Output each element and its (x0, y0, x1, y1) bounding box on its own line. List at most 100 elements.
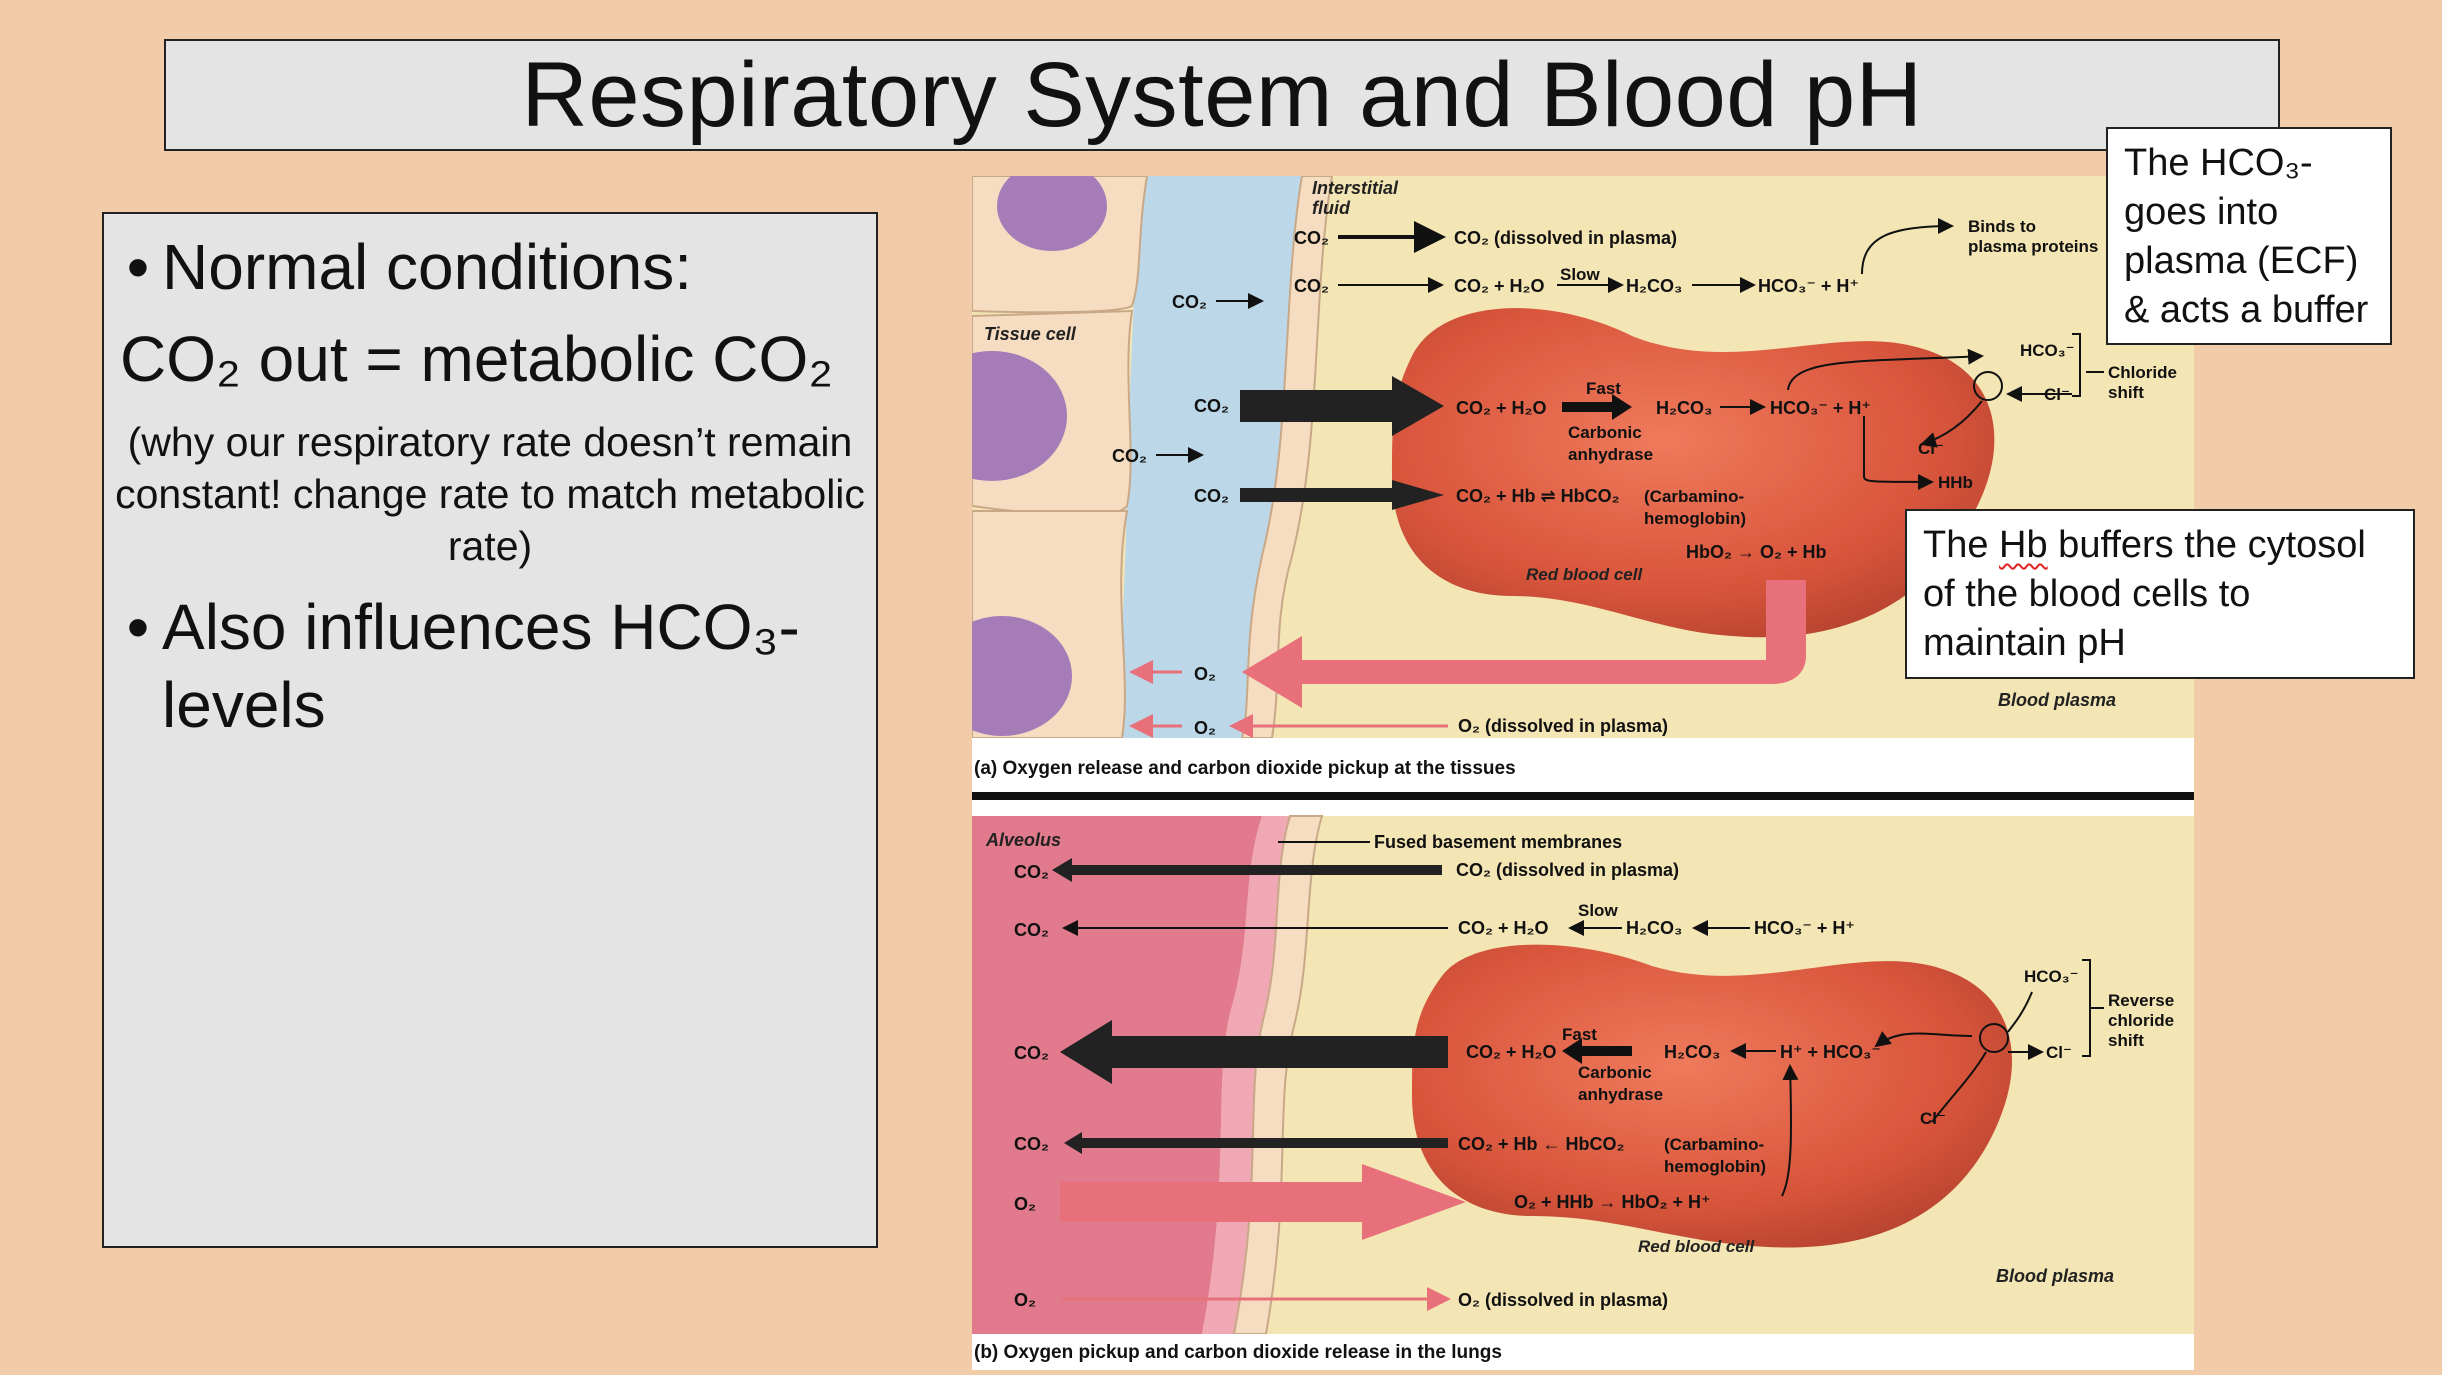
callout-hb-buffer: The Hb buffers the cytosol of the blood … (1905, 509, 2415, 679)
h-hco3-label: H⁺ + HCO₃⁻ (1780, 1042, 1881, 1062)
red-blood-cell-label: Red blood cell (1638, 1237, 1755, 1256)
co2-label: CO₂ (1014, 1043, 1049, 1063)
text-line: anhydrase (1568, 445, 1653, 464)
co2-label: CO₂ (1294, 276, 1329, 296)
gas-exchange-figure: Interstitial fluid Tissue cell CO₂ CO₂ (… (917, 161, 2194, 1370)
arrow (1787, 348, 1984, 391)
callout-hco3-buffer: The HCO₃- goes into plasma (ECF) & acts … (2106, 127, 2392, 345)
caption-bg (972, 1334, 2194, 1370)
co2-label: CO₂ (1172, 292, 1207, 312)
h2co3-label: H₂CO₃ (1664, 1042, 1720, 1062)
co2-dissolved-label: CO₂ (dissolved in plasma) (1454, 228, 1677, 248)
text-line: Binds to (1968, 217, 2036, 236)
co2-label: CO₂ (1112, 446, 1147, 466)
arrow (1863, 416, 1934, 490)
text-line: hemoglobin) (1664, 1157, 1766, 1176)
text-line: shift (2108, 1031, 2144, 1050)
figure-svg: Interstitial fluid Tissue cell CO₂ CO₂ (… (917, 161, 2194, 1370)
caption-a: (a) Oxygen release and carbon dioxide pi… (974, 758, 1516, 779)
hco3-h-label: HCO₃⁻ + H⁺ (1770, 398, 1871, 418)
co2-label: CO₂ (1014, 1134, 1049, 1154)
eq-fast-left: CO₂ + H₂O (1456, 398, 1547, 418)
red-blood-cell (1392, 308, 1995, 638)
o2-dissolved-label: O₂ (dissolved in plasma) (1458, 1290, 1668, 1310)
label-tissue-cell: Tissue cell (984, 324, 1077, 344)
co2-label: CO₂ (1014, 920, 1049, 940)
o2-label: O₂ (1194, 718, 1216, 738)
co2-label: CO₂ (1194, 486, 1229, 506)
slow-label: Slow (1560, 265, 1600, 284)
spellcheck-word: Hb (1999, 524, 2048, 566)
text-line: Carbonic (1578, 1063, 1652, 1082)
slow-label: Slow (1578, 901, 1618, 920)
hco3-label: HCO₃⁻ (2020, 341, 2075, 360)
h2co3-label: H₂CO₃ (1656, 398, 1712, 418)
o2-big-arrow (1242, 580, 1806, 708)
h2co3-label: H₂CO₃ (1626, 918, 1682, 938)
text-line: (Carbamino- (1664, 1135, 1764, 1154)
text-line: Chloride (2108, 363, 2177, 382)
blood-plasma-label: Blood plasma (1996, 1266, 2114, 1286)
co2-arrow-medium (1240, 480, 1444, 510)
panel-divider (972, 792, 2194, 800)
h2co3-label: H₂CO₃ (1626, 276, 1682, 296)
equation-line: CO₂ out = metabolic CO₂ (120, 323, 834, 395)
hhb-eq: O₂ + HHb → HbO₂ + H⁺ (1514, 1192, 1711, 1212)
bullet-text: Normal conditions: (162, 231, 692, 303)
arrow-line (2007, 991, 2033, 1033)
arrow (1874, 1031, 1973, 1048)
carbamino-eq: CO₂ + Hb ← HbCO₂ (1458, 1134, 1625, 1154)
label-alveolus: Alveolus (985, 830, 1061, 850)
fast-arrow (1562, 394, 1632, 420)
hbo2-eq: HbO₂ → O₂ + Hb (1686, 542, 1827, 562)
big-co2-arrow (1060, 1020, 1448, 1084)
eq-slow-left: CO₂ + H₂O (1458, 918, 1549, 938)
o2-dissolved-label: O₂ (dissolved in plasma) (1458, 716, 1668, 736)
co2-label: CO₂ (1294, 228, 1329, 248)
bullet-text: Also influences HCO₃- levels (162, 591, 800, 741)
arrow (1920, 400, 1983, 448)
co2-label: CO₂ (1014, 862, 1049, 882)
fast-arrow (1562, 1038, 1632, 1064)
blood-plasma-label: Blood plasma (1998, 690, 2116, 710)
reverse-chloride-shift-label: Reverse chloride shift (2108, 991, 2179, 1050)
arrow-line (1931, 1051, 1987, 1123)
callout-text: The (1923, 524, 2000, 566)
o2-label: O₂ (1014, 1290, 1036, 1310)
hhb-label: HHb (1938, 473, 1973, 492)
cl-label-inside: Cl⁻ (1920, 1109, 1946, 1128)
eq-fast-left: CO₂ + H₂O (1466, 1042, 1557, 1062)
text-line: chloride (2108, 1011, 2174, 1030)
callout-text: buffers the cytosol of the blood cells t… (1923, 524, 2366, 664)
slide-title: Respiratory System and Blood pH (521, 43, 1923, 146)
red-blood-cell (1412, 944, 2012, 1248)
text-line: (Carbamino- (1644, 487, 1744, 506)
chloride-channel (1979, 1023, 2009, 1053)
eq-slow-left: CO₂ + H₂O (1454, 276, 1545, 296)
cl-label: Cl⁻ (2046, 1043, 2072, 1062)
co2-arrow (1064, 1132, 1448, 1154)
o2-big-arrow (1060, 1164, 1466, 1240)
text-line: Reverse (2108, 991, 2174, 1010)
fast-label: Fast (1562, 1025, 1597, 1044)
co2-arrow (1052, 858, 1442, 882)
title-box: Respiratory System and Blood pH (164, 39, 2280, 151)
left-text-box: • Normal conditions: CO₂ out = metabolic… (102, 212, 878, 1248)
o2-label: O₂ (1014, 1194, 1036, 1214)
text-line: hemoglobin) (1644, 509, 1746, 528)
carbamino-label: (Carbamino- hemoglobin) (1644, 487, 1749, 528)
arrow (1781, 1064, 1799, 1197)
binds-plasma-proteins-label: Binds to plasma proteins (1968, 217, 2098, 256)
text-line: anhydrase (1578, 1085, 1663, 1104)
text-line: shift (2108, 383, 2144, 402)
carbonic-anhydrase-label: Carbonic anhydrase (1578, 1063, 1663, 1104)
cl-label-inside: Cl⁻ (1918, 439, 1944, 458)
carbamino-eq: CO₂ + Hb ⇌ HbCO₂ (1456, 486, 1620, 506)
carbonic-anhydrase-label: Carbonic anhydrase (1568, 423, 1653, 464)
arrow (1861, 218, 1954, 275)
hco3-h-label: HCO₃⁻ + H⁺ (1758, 276, 1859, 296)
bullet-dot: • (126, 591, 150, 663)
note-text: (why our respiratory rate doesn’t remain… (115, 419, 865, 569)
carbamino-label: (Carbamino- hemoglobin) (1664, 1135, 1769, 1176)
bullet-hco3-levels: • Also influences HCO₃- levels (104, 588, 876, 744)
